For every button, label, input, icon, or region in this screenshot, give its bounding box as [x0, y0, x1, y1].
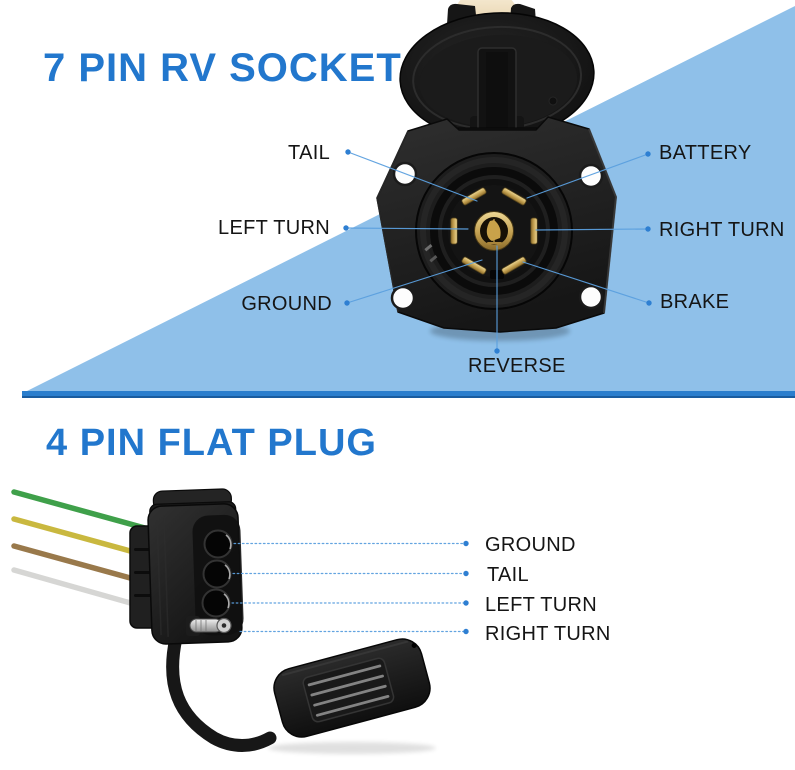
plug-label-left-turn: LEFT TURN [485, 594, 597, 616]
pin-label-battery: BATTERY [659, 142, 752, 164]
plug-wires [11, 489, 155, 611]
green-wire [11, 489, 155, 533]
pin-label-left-turn: LEFT TURN [218, 217, 330, 239]
blue-divider-stripe [22, 391, 795, 398]
brown-wire [11, 543, 155, 587]
plug-label-ground: GROUND [485, 534, 576, 556]
plug-body [129, 488, 244, 645]
leader-lines-seven-pin [343, 149, 652, 354]
socket-lid [399, 3, 595, 140]
pin-label-ground: GROUND [241, 293, 332, 315]
plug-label-tail: TAIL [487, 564, 529, 586]
plug-sockets [201, 529, 233, 618]
plug-label-right-turn: RIGHT TURN [485, 623, 611, 645]
leader-lines-four-pin [231, 540, 469, 635]
pin-label-reverse: REVERSE [468, 355, 566, 377]
cap-strap [166, 631, 277, 752]
seven-pin-socket-illustration [343, 0, 652, 354]
pin-label-brake: BRAKE [660, 291, 730, 313]
white-wire [11, 567, 151, 611]
mounting-holes [390, 161, 604, 311]
metal-pin [186, 616, 232, 636]
yellow-wire [11, 516, 155, 560]
pin-label-tail: TAIL [288, 142, 330, 164]
dust-cap [273, 638, 431, 738]
four-pin-plug-illustration [11, 488, 469, 754]
four-pin-section-title: 4 PIN FLAT PLUG [46, 422, 377, 464]
pin-label-right-turn: RIGHT TURN [659, 219, 785, 241]
socket-pins [415, 152, 573, 310]
cap-shadow [268, 742, 436, 754]
seven-pin-section-title: 7 PIN RV SOCKET [43, 46, 402, 90]
